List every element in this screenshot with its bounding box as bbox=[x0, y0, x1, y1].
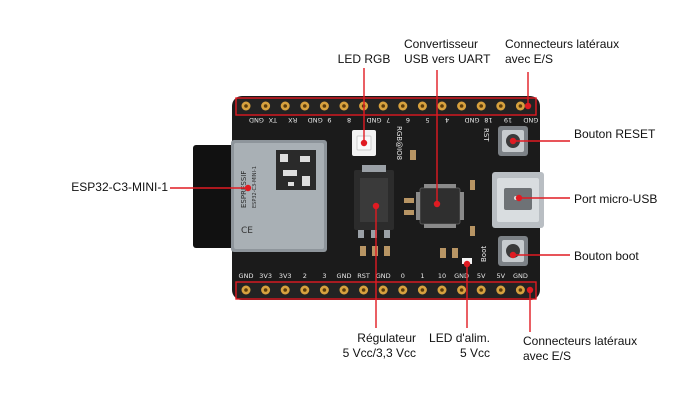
pin-hole bbox=[263, 104, 268, 108]
label-power-led: LED d'alim. 5 Vcc bbox=[429, 331, 490, 360]
pin-label-bottom: GND bbox=[454, 272, 469, 280]
module-brand-text: ESPRESSIF bbox=[240, 171, 248, 208]
pin-label-top: GND bbox=[308, 116, 323, 124]
svg-text:CE: CE bbox=[241, 226, 253, 236]
pin-hole bbox=[518, 104, 523, 108]
pin-hole bbox=[401, 288, 405, 292]
pin-hole bbox=[420, 104, 425, 108]
pin-hole bbox=[459, 288, 464, 292]
pin-label-top: RX bbox=[288, 116, 298, 124]
pin-label-bottom: 5V bbox=[497, 272, 506, 280]
callout-lines bbox=[170, 68, 570, 332]
pin-label-top: 8 bbox=[347, 116, 351, 124]
pin-label-bottom: GND bbox=[239, 272, 254, 280]
pin-labels-top: GND TX RX GND 9 8 GND 7 6 5 4 GND 18 19 GND bbox=[249, 116, 538, 124]
pin-labels-bottom: GND 3V3 3V3 2 3 GND RST GND 0 1 10 GND 5V 5V GND bbox=[239, 272, 528, 280]
pin-hole bbox=[283, 288, 288, 292]
label-connectors-bottom: Connecteurs latéraux avec E/S bbox=[523, 334, 638, 363]
pin-hole bbox=[499, 104, 503, 108]
pin-hole bbox=[479, 104, 484, 108]
pin-hole bbox=[361, 288, 366, 292]
pin-hole bbox=[263, 288, 268, 292]
pin-hole bbox=[459, 104, 464, 108]
label-led-rgb: LED RGB bbox=[337, 52, 391, 66]
pin-hole bbox=[342, 288, 346, 292]
label-reset-button: Bouton RESET bbox=[574, 127, 656, 141]
module-model-text: ESP32-C3-MINI-1 bbox=[252, 166, 258, 208]
pin-label-bottom: 1 bbox=[420, 272, 424, 280]
pin-label-top: 5 bbox=[425, 116, 429, 124]
pin-label-top: 9 bbox=[327, 116, 331, 124]
label-module: ESP32-C3-MINI-1 bbox=[71, 180, 168, 194]
label-micro-usb: Port micro-USB bbox=[574, 192, 658, 206]
pin-label-bottom: 3 bbox=[322, 272, 326, 280]
label-connectors-top: Connecteurs latéraux avec E/S bbox=[505, 37, 620, 66]
pin-label-top: 19 bbox=[504, 116, 512, 124]
pin-hole bbox=[322, 288, 327, 292]
pin-hole bbox=[420, 288, 425, 292]
pin-label-top: 4 bbox=[445, 116, 449, 124]
pin-label-bottom: 2 bbox=[303, 272, 307, 280]
pin-label-top: GND bbox=[465, 116, 480, 124]
pin-hole bbox=[499, 288, 503, 292]
pin-hole bbox=[244, 104, 248, 108]
pin-hole bbox=[401, 104, 405, 108]
pin-row-top bbox=[241, 101, 525, 111]
pin-hole bbox=[303, 104, 307, 108]
pin-hole bbox=[518, 288, 523, 292]
pin-row-bottom bbox=[241, 285, 525, 295]
callout-box-bottom-header bbox=[235, 281, 537, 300]
callout-dot-led-rgb bbox=[360, 139, 368, 147]
pin-hole bbox=[440, 288, 444, 292]
pin-label-bottom: 10 bbox=[438, 272, 446, 280]
pin-label-top: GND bbox=[249, 116, 264, 124]
rst-marking: RST bbox=[482, 128, 490, 142]
pin-label-bottom: RST bbox=[357, 272, 370, 280]
callout-dot-module bbox=[244, 184, 252, 192]
pin-label-bottom: 3V3 bbox=[279, 272, 292, 280]
pin-label-top: 18 bbox=[484, 116, 492, 124]
pin-label-bottom: GND bbox=[337, 272, 352, 280]
label-usb-uart: Convertisseur USB vers UART bbox=[404, 37, 491, 66]
pin-label-top: 6 bbox=[406, 116, 410, 124]
ce-mark-icon: CE bbox=[241, 226, 253, 236]
usb-uart-chip bbox=[416, 184, 464, 228]
pin-hole bbox=[244, 288, 248, 292]
callout-box-top-header bbox=[235, 97, 537, 116]
pin-hole bbox=[479, 288, 484, 292]
pin-label-top: GND bbox=[367, 116, 382, 124]
boot-marking: Boot bbox=[480, 246, 488, 262]
pin-label-top: GND bbox=[523, 116, 538, 124]
label-regulator: Régulateur 5 Vcc/3,3 Vcc bbox=[342, 331, 416, 360]
label-boot-button: Bouton boot bbox=[574, 249, 639, 263]
pin-hole bbox=[303, 288, 307, 292]
pin-label-bottom: 0 bbox=[401, 272, 405, 280]
pin-hole bbox=[322, 104, 327, 108]
pin-label-bottom: GND bbox=[513, 272, 528, 280]
callout-dot-usb-uart bbox=[433, 200, 441, 208]
boot-button bbox=[498, 236, 528, 266]
pin-hole bbox=[381, 288, 386, 292]
pin-hole bbox=[381, 104, 386, 108]
pin-label-bottom: 5V bbox=[477, 272, 486, 280]
rgb-led-marking: RGB@IO8 bbox=[395, 126, 403, 160]
pin-label-bottom: 3V3 bbox=[259, 272, 272, 280]
pin-hole bbox=[440, 104, 444, 108]
pin-hole bbox=[342, 104, 346, 108]
pin-label-top: 7 bbox=[386, 116, 390, 124]
pin-hole bbox=[283, 104, 288, 108]
esp32-module: CE bbox=[193, 140, 327, 252]
pin-label-bottom: GND bbox=[376, 272, 391, 280]
pin-label-top: TX bbox=[268, 116, 278, 124]
regulator-chip bbox=[354, 165, 394, 238]
